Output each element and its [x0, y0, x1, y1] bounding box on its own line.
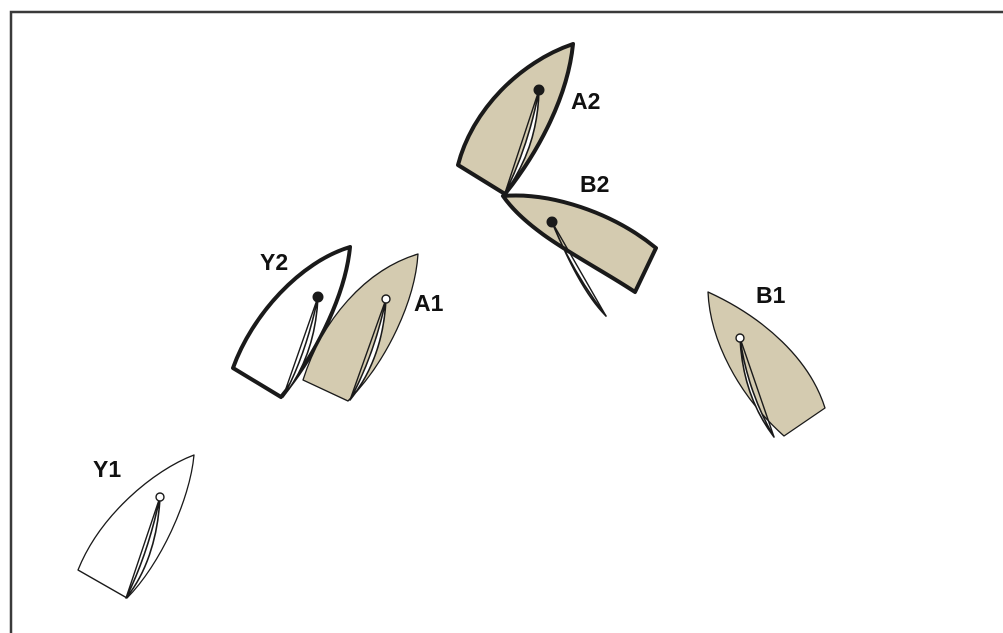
- boat-y1-mast: [155, 492, 165, 502]
- boat-y1-hull: [77, 454, 195, 599]
- boat-a1-hull: [302, 253, 419, 402]
- boat-y1-mast-line: [125, 496, 161, 599]
- boat-a1: A1: [302, 253, 444, 402]
- boat-y2-hull: [231, 245, 352, 399]
- boat-b1-mast: [735, 333, 745, 343]
- boat-a1-mast-line: [349, 298, 387, 401]
- boat-a2-label: A2: [571, 88, 600, 114]
- boat-y2-label: Y2: [260, 249, 288, 275]
- boat-b1-label: B1: [756, 282, 786, 308]
- boat-b2: B2: [501, 171, 658, 317]
- boat-a2: A2: [456, 42, 600, 196]
- boat-y1: Y1: [77, 454, 195, 599]
- boat-b1-mast-line: [739, 337, 775, 438]
- boat-a1-mast: [381, 294, 391, 304]
- boat-b2-label: B2: [580, 171, 609, 197]
- boat-b2-mast-line: [551, 221, 607, 317]
- boat-b1: B1: [707, 282, 826, 438]
- boat-b1-hull: [707, 291, 826, 437]
- boat-a2-mast-line: [504, 89, 540, 194]
- boat-a1-label: A1: [414, 290, 444, 316]
- boat-b2-mast: [546, 216, 558, 228]
- boat-y2-mast-line: [282, 296, 319, 398]
- boat-y2: Y2: [231, 245, 352, 399]
- boat-b2-hull: [501, 193, 658, 294]
- boat-y2-mast: [312, 291, 324, 303]
- boat-a2-mast: [533, 84, 545, 96]
- boat-y1-label: Y1: [93, 456, 121, 482]
- boat-a2-hull: [456, 42, 575, 196]
